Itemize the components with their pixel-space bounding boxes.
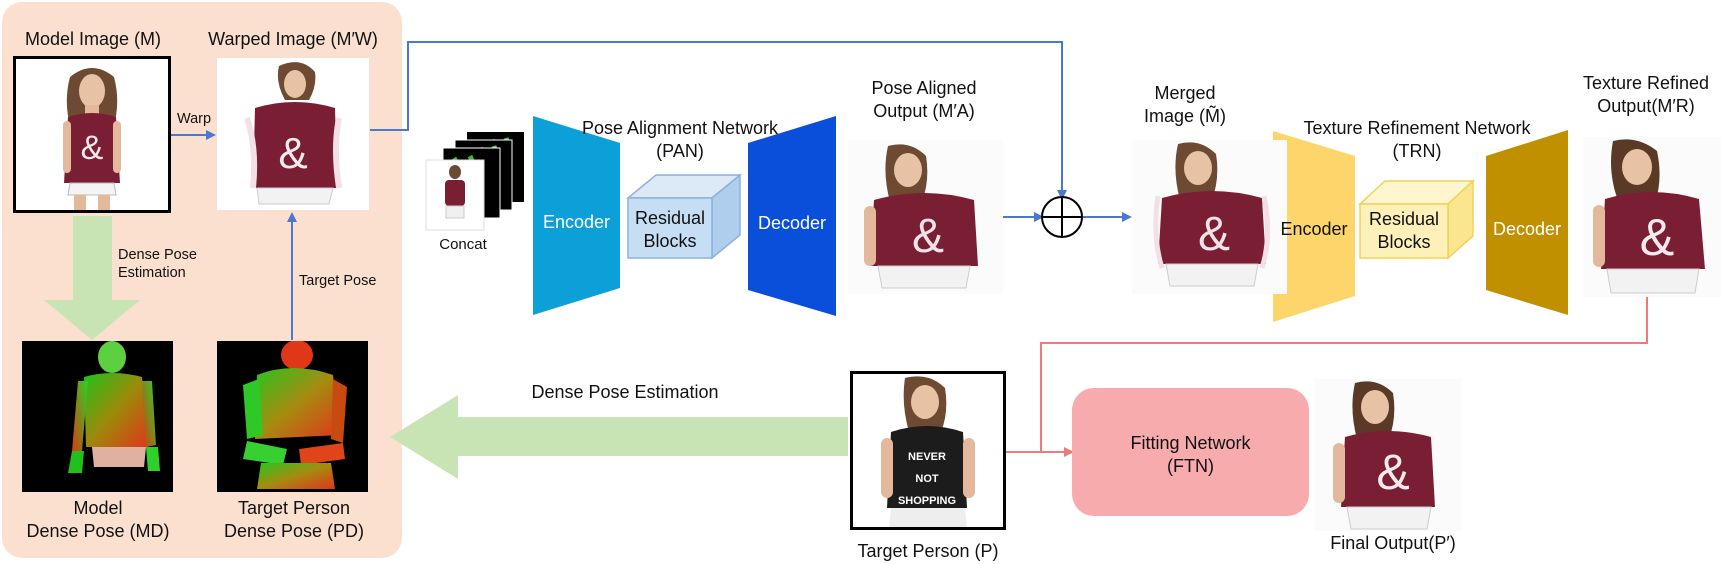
pan-title: Pose Alignment Network (PAN) bbox=[581, 118, 779, 161]
warped-image: & bbox=[217, 58, 369, 210]
refined-to-ftn-connector bbox=[1040, 297, 1648, 452]
svg-text:&: & bbox=[81, 129, 104, 167]
svg-text:&: & bbox=[278, 129, 307, 178]
texture-refined-output-label: Texture Refined Output(M′R) bbox=[1582, 73, 1710, 116]
pan-residual-label: Residual Blocks bbox=[634, 208, 706, 251]
dense-pose-estimation-small-label: Dense Pose Estimation bbox=[118, 247, 197, 282]
pan-encoder-block bbox=[533, 116, 620, 315]
concat-label: Concat bbox=[439, 236, 487, 253]
merged-image-label: Merged Image (M̃) bbox=[1143, 83, 1226, 126]
trn-residual-label: Residual Blocks bbox=[1368, 209, 1440, 252]
merge-operator-icon bbox=[1041, 196, 1083, 238]
pose-aligned-output-label: Pose Aligned Output (M′A) bbox=[871, 78, 977, 121]
shirt-text-line-1: NEVER bbox=[908, 451, 946, 463]
ftn-label: Fitting Network (FTN) bbox=[1130, 433, 1251, 476]
final-output-label: Final Output(P′) bbox=[1330, 533, 1456, 553]
merged-image: & bbox=[1132, 140, 1287, 294]
model-dense-pose bbox=[22, 341, 173, 492]
svg-text:&: & bbox=[912, 210, 944, 263]
warp-label: Warp bbox=[176, 111, 212, 127]
svg-text:&: & bbox=[1640, 209, 1675, 267]
svg-text:&: & bbox=[1376, 444, 1409, 500]
svg-text:&: & bbox=[1198, 208, 1230, 261]
target-person-image: NEVER NOT SHOPPING bbox=[850, 371, 1006, 530]
trn-encoder-block bbox=[1273, 131, 1355, 322]
pan-residual-block bbox=[625, 173, 743, 260]
texture-refined-output-image: & bbox=[1583, 137, 1721, 297]
skip-connection bbox=[370, 41, 1067, 200]
target-dense-pose-label: Target Person Dense Pose (PD) bbox=[223, 498, 365, 541]
shirt-text-line-2: NOT bbox=[915, 473, 939, 485]
warped-image-label: Warped Image (M′W) bbox=[208, 29, 378, 49]
target-person-label: Target Person (P) bbox=[857, 541, 999, 561]
trn-decoder-block bbox=[1486, 130, 1568, 315]
pan-decoder-block bbox=[748, 116, 836, 316]
dense-pose-left-arrow bbox=[390, 395, 848, 479]
ftn-block bbox=[1072, 388, 1309, 516]
shirt-text-line-3: SHOPPING bbox=[898, 495, 956, 507]
trn-residual-block bbox=[1358, 179, 1475, 260]
model-image-label: Model Image (M) bbox=[24, 29, 162, 49]
dense-pose-down-arrow bbox=[44, 216, 140, 340]
pan-decoder-label: Decoder bbox=[757, 213, 827, 233]
trn-encoder-label: Encoder bbox=[1280, 219, 1348, 239]
trn-decoder-label: Decoder bbox=[1492, 219, 1562, 239]
concat-stack bbox=[425, 132, 524, 231]
target-dense-pose bbox=[217, 341, 368, 492]
model-image: & bbox=[13, 56, 171, 213]
dense-pose-estimation-label: Dense Pose Estimation bbox=[531, 382, 719, 402]
target-pose-label: Target Pose bbox=[299, 273, 377, 289]
model-dense-pose-label: Model Dense Pose (MD) bbox=[26, 498, 170, 541]
pose-aligned-output-image: & bbox=[848, 140, 1003, 294]
pan-encoder-label: Encoder bbox=[542, 212, 611, 232]
trn-title: Texture Refinement Network (TRN) bbox=[1303, 118, 1531, 161]
final-output-image: & bbox=[1315, 379, 1461, 531]
